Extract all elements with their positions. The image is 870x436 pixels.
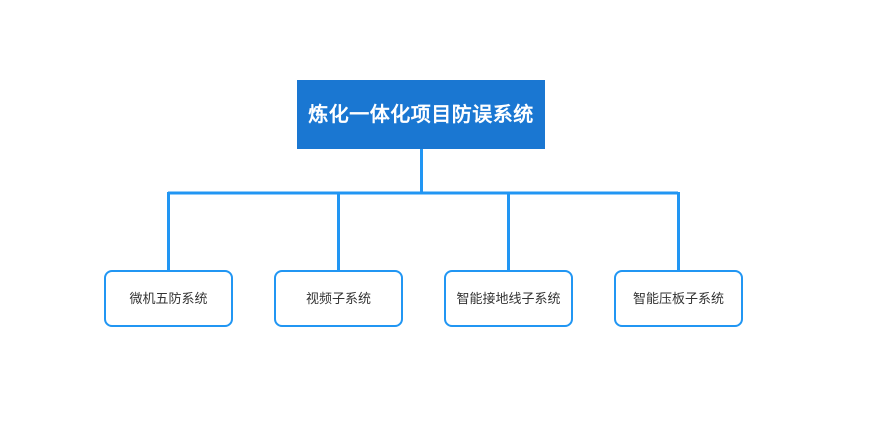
- child-node-label: 视频子系统: [305, 290, 371, 306]
- child-node-weiji-wufang[interactable]: 微机五防系统: [104, 270, 233, 327]
- child-node-shipin[interactable]: 视频子系统: [274, 270, 403, 327]
- root-node[interactable]: 炼化一体化项目防误系统: [297, 80, 545, 149]
- root-node-label: 炼化一体化项目防误系统: [308, 103, 534, 126]
- child-node-label: 智能接地线子系统: [456, 290, 561, 306]
- child-node-zhineng-yaban[interactable]: 智能压板子系统: [614, 270, 743, 327]
- child-node-label: 智能压板子系统: [632, 290, 724, 306]
- child-node-zhineng-jiedixian[interactable]: 智能接地线子系统: [444, 270, 573, 327]
- child-node-label: 微机五防系统: [129, 290, 208, 306]
